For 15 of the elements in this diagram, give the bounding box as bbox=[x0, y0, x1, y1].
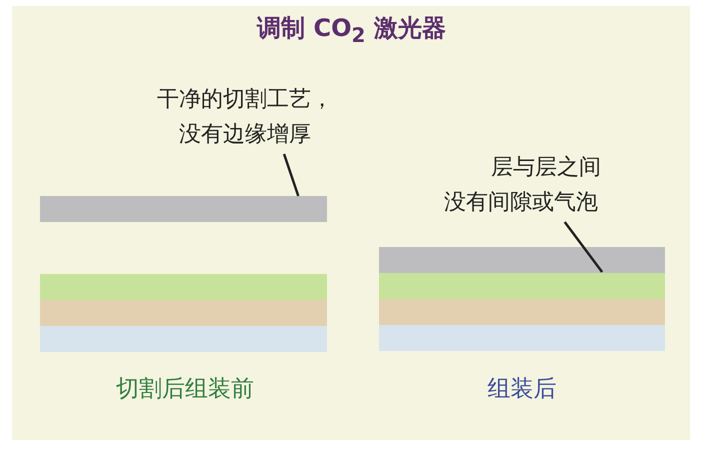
leader-line bbox=[282, 154, 300, 196]
layer-bar bbox=[40, 300, 327, 326]
callout-text: 层与层之间没有间隙或气泡 bbox=[440, 150, 602, 220]
callout-text: 干净的切割工艺，没有边缘增厚 bbox=[152, 82, 338, 152]
layer-bar bbox=[379, 299, 665, 325]
caption-label: 组装后 bbox=[486, 375, 558, 404]
layer-bar bbox=[379, 247, 665, 273]
layer-bar bbox=[40, 326, 327, 352]
layer-bar bbox=[40, 196, 327, 222]
layer-bar bbox=[379, 273, 665, 299]
title: 调制 CO$_{2}$ 激光器 bbox=[257, 14, 446, 42]
layer-bar bbox=[379, 325, 665, 351]
leader-line bbox=[564, 221, 604, 273]
layer-bar bbox=[40, 274, 327, 300]
caption-label: 切割后组装前 bbox=[115, 375, 255, 404]
